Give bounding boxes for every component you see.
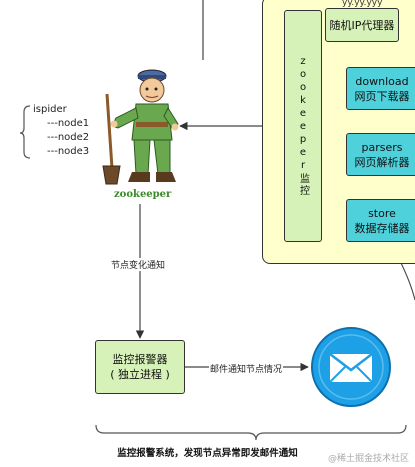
zookeeper-monitor-label: zookeeper监控 <box>297 55 309 197</box>
parsers-label-en: parsers <box>361 140 403 154</box>
random-ip-proxy-box: 随机IP代理器 <box>325 8 399 42</box>
download-label-cn: 网页下载器 <box>354 89 410 103</box>
alarm-title: 监控报警器 <box>112 353 168 366</box>
ispider-title: ispider <box>33 104 67 115</box>
mail-notify-label: 邮件通知节点情况 <box>209 362 284 375</box>
download-box: download 网页下载器 <box>346 67 415 110</box>
ispider-node-list: ispider ---node1 ---node2 ---node3 <box>33 103 89 159</box>
bottom-caption: 监控报警系统，发现节点异常即发邮件通知 <box>117 448 298 459</box>
parsers-box: parsers 网页解析器 <box>346 133 415 176</box>
zookeeper-caption: zookeeper <box>114 189 172 200</box>
store-box: store 数据存储器 <box>346 199 415 242</box>
zookeeper-monitor-column: zookeeper监控 <box>284 10 322 242</box>
monitor-alarm-box: 监控报警器 ( 独立进程 ) <box>95 340 185 394</box>
download-label-en: download <box>355 74 409 88</box>
bottom-brace <box>95 424 407 441</box>
parsers-label-cn: 网页解析器 <box>354 155 410 169</box>
mail-icon <box>311 327 391 407</box>
watermark: @稀土掘金技术社区 <box>327 454 409 464</box>
node-change-label: 节点变化通知 <box>110 258 167 271</box>
ispider-node-1: ---node1 <box>47 118 90 129</box>
random-ip-proxy-label: 随机IP代理器 <box>329 18 395 32</box>
store-label-cn: 数据存储器 <box>354 221 410 235</box>
ispider-brace <box>19 105 31 159</box>
alarm-subtitle: ( 独立进程 ) <box>110 368 170 381</box>
ispider-node-2: ---node2 <box>47 132 90 143</box>
ispider-node-3: ---node3 <box>47 146 90 157</box>
zookeeper-mascot-image <box>102 69 179 185</box>
store-label-en: store <box>368 206 396 220</box>
top-tag: yy.yy.yyy <box>342 0 383 8</box>
